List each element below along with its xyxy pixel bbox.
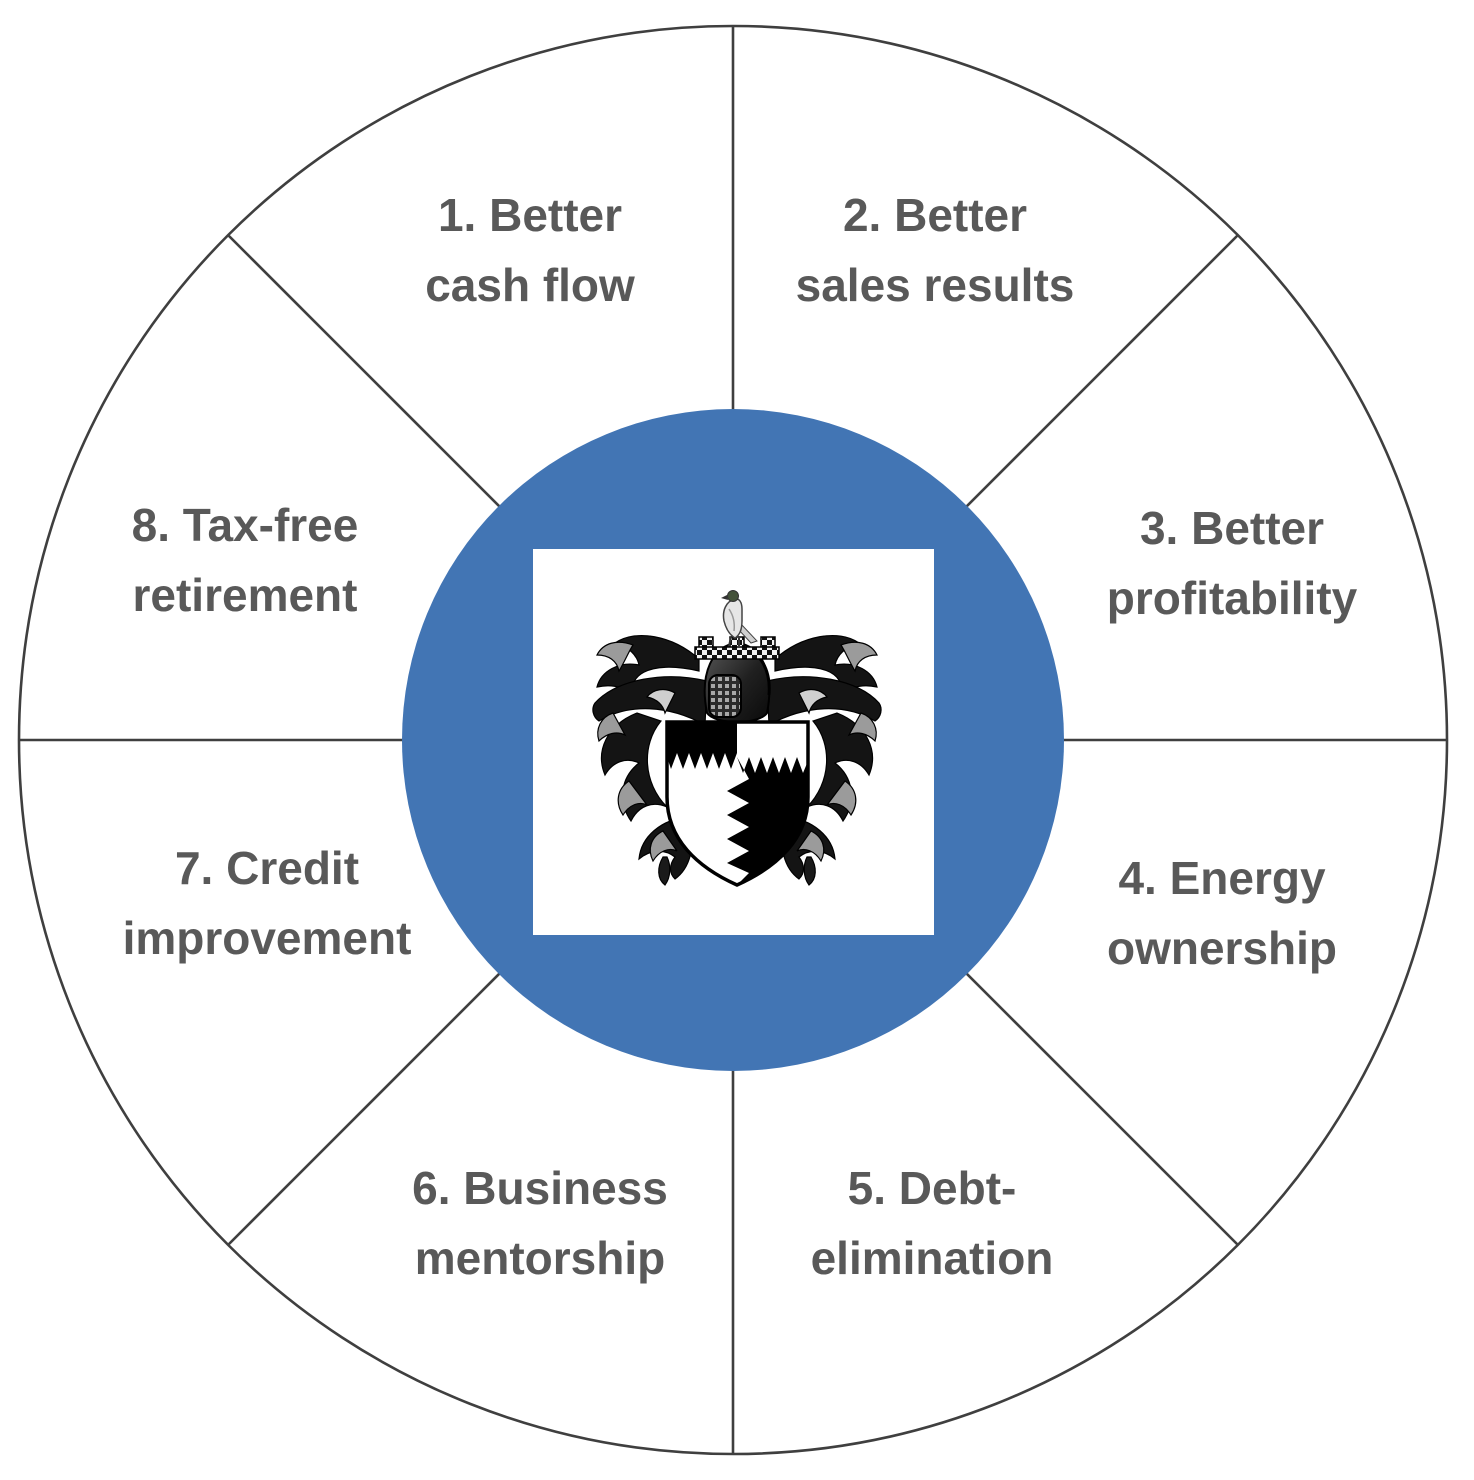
outer-circle bbox=[17, 24, 1449, 1456]
segment-label-5-line1: 5. Debt- bbox=[847, 1162, 1017, 1214]
segment-label-7: 7. Credit improvement bbox=[123, 833, 412, 973]
segment-label-5-line2: elimination bbox=[810, 1232, 1054, 1284]
mantling-left-icon bbox=[592, 635, 708, 886]
segment-label-7-line1: 7. Credit bbox=[174, 842, 360, 894]
helmet-visor-icon bbox=[708, 674, 742, 718]
segment-label-3-line1: 3. Better bbox=[1139, 502, 1325, 554]
segment-label-8: 8. Tax-free retirement bbox=[132, 490, 359, 630]
bird-icon bbox=[721, 590, 758, 647]
segment-label-1-line2: cash flow bbox=[425, 259, 635, 311]
segment-label-4: 4. Energy ownership bbox=[1107, 843, 1337, 983]
segment-label-3-line2: profitability bbox=[1106, 572, 1358, 624]
segment-label-4-line1: 4. Energy bbox=[1118, 852, 1326, 904]
segment-label-2: 2. Better sales results bbox=[796, 180, 1075, 320]
segment-label-6: 6. Business mentorship bbox=[412, 1153, 668, 1293]
segment-label-5: 5. Debt- elimination bbox=[811, 1153, 1054, 1293]
segment-label-1: 1. Better cash flow bbox=[425, 180, 635, 320]
coat-of-arms-emblem bbox=[592, 590, 882, 887]
segment-label-8-line1: 8. Tax-free bbox=[131, 499, 359, 551]
segment-label-2-line2: sales results bbox=[795, 259, 1075, 311]
segment-label-6-line2: mentorship bbox=[414, 1232, 666, 1284]
segment-label-2-line1: 2. Better bbox=[842, 189, 1028, 241]
segment-label-6-line1: 6. Business bbox=[412, 1162, 668, 1214]
crown-icon bbox=[694, 636, 780, 660]
segment-label-3: 3. Better profitability bbox=[1107, 493, 1357, 633]
segment-label-4-line2: ownership bbox=[1106, 922, 1338, 974]
segment-label-7-line2: improvement bbox=[122, 912, 412, 964]
segment-label-8-line2: retirement bbox=[132, 569, 358, 621]
segment-label-1-line1: 1. Better bbox=[437, 189, 623, 241]
